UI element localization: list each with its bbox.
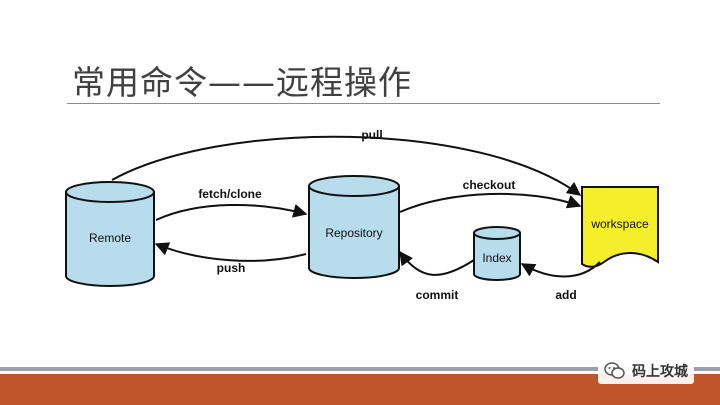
fetch-clone-label: fetch/clone [198,187,262,201]
slide-title: 常用命令——远程操作 [72,63,412,102]
workspace-node: workspace [581,186,659,268]
remote-node: Remote [65,181,155,287]
title-divider [67,103,660,104]
remote-label: Remote [89,231,131,245]
fetch-clone-arrow [155,203,308,221]
workspace-label: workspace [590,217,649,231]
watermark-text: 码上攻城 [632,364,688,380]
commit-arrow [399,250,475,276]
add-label: add [555,288,576,302]
index-node: Index [473,226,521,281]
add-arrow [520,261,601,278]
pull-label: pull [361,128,382,142]
push-arrow [154,242,307,262]
index-label: Index [482,251,511,265]
checkout-arrow [399,192,582,213]
commit-label: commit [416,288,459,302]
pull-arrow [111,135,582,196]
push-label: push [217,261,246,275]
watermark: 码上攻城 [598,358,694,384]
wechat-icon [604,362,625,379]
repository-node: Repository [308,175,400,279]
footer-stripe [0,367,720,371]
checkout-label: checkout [463,178,516,192]
repository-label: Repository [325,226,382,240]
